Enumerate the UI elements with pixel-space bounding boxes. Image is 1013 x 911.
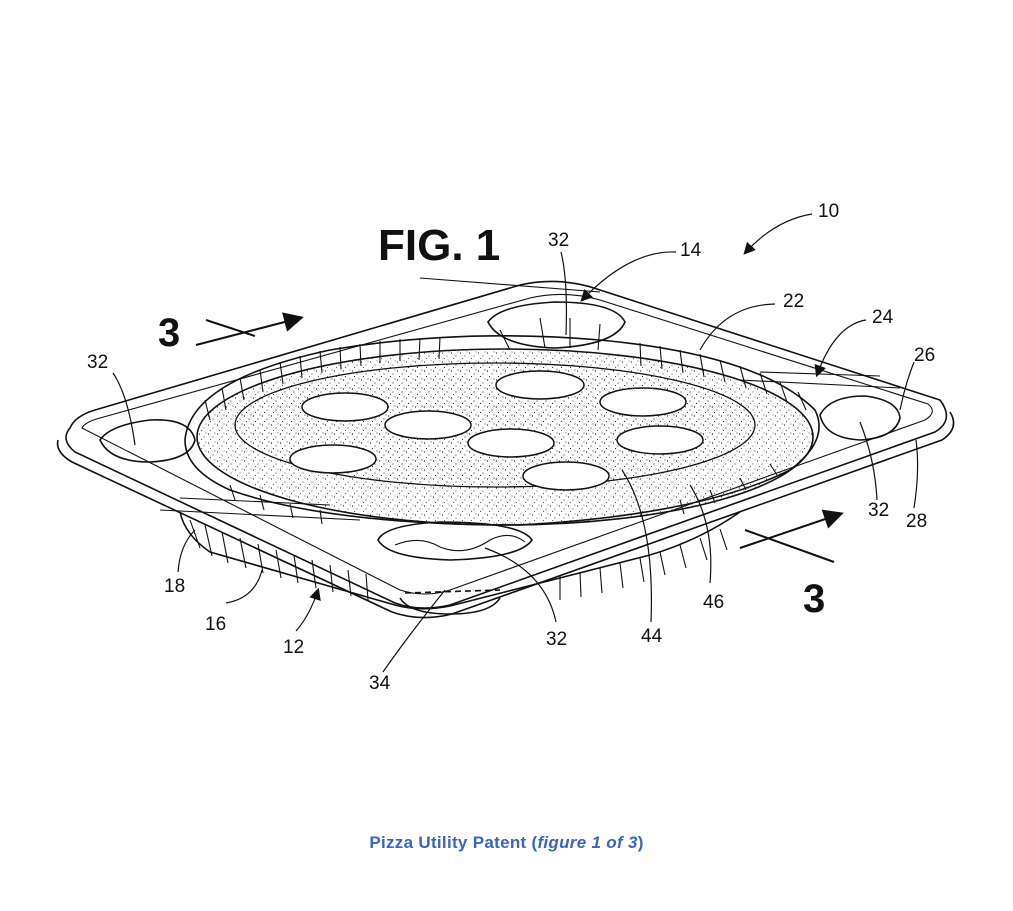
- reference-numeral: 22: [783, 291, 804, 312]
- pizza-toppings: [289, 370, 704, 491]
- tray-base-fluted-wall: [179, 511, 741, 615]
- topping: [301, 392, 389, 422]
- topping: [522, 461, 610, 491]
- reference-numeral: 24: [872, 307, 894, 328]
- lid-reflections: [159, 277, 901, 521]
- figure-caption: Pizza Utility Patent (figure 1 of 3): [0, 833, 1013, 853]
- caption-tail: ): [637, 833, 644, 852]
- section-mark-right: 3: [803, 577, 825, 621]
- reference-numeral: 12: [283, 637, 304, 658]
- tray-outline: [56, 280, 955, 619]
- caption-figure-reference: figure 1 of 3: [537, 833, 638, 852]
- reference-numeral: 46: [703, 592, 724, 613]
- reference-numeral: 34: [369, 673, 391, 694]
- topping: [467, 428, 555, 458]
- reference-numeral: 16: [205, 614, 226, 635]
- fluted-pizza-rim: [184, 334, 820, 526]
- reference-numeral: 10: [818, 201, 839, 222]
- topping: [289, 444, 377, 474]
- reference-numeral: 18: [164, 576, 185, 597]
- section-arrows: [195, 312, 844, 563]
- corner-pockets: [99, 301, 901, 561]
- reference-numeral: 32: [546, 629, 567, 650]
- leader-lines: [112, 213, 919, 673]
- reference-numeral: 14: [680, 240, 702, 261]
- topping: [495, 370, 585, 400]
- topping: [384, 410, 472, 440]
- reference-numeral: 44: [641, 626, 663, 647]
- topping: [599, 387, 687, 417]
- figure-title: FIG. 1: [378, 221, 500, 270]
- reference-numeral: 32: [548, 230, 569, 251]
- section-mark-left: 3: [158, 311, 180, 355]
- reference-numeral: 32: [87, 352, 108, 373]
- reference-numeral: 32: [868, 500, 889, 521]
- reference-numeral: 28: [906, 511, 927, 532]
- reference-numeral: 26: [914, 345, 935, 366]
- caption-lead: Pizza Utility Patent (: [369, 833, 538, 852]
- topping: [616, 425, 704, 455]
